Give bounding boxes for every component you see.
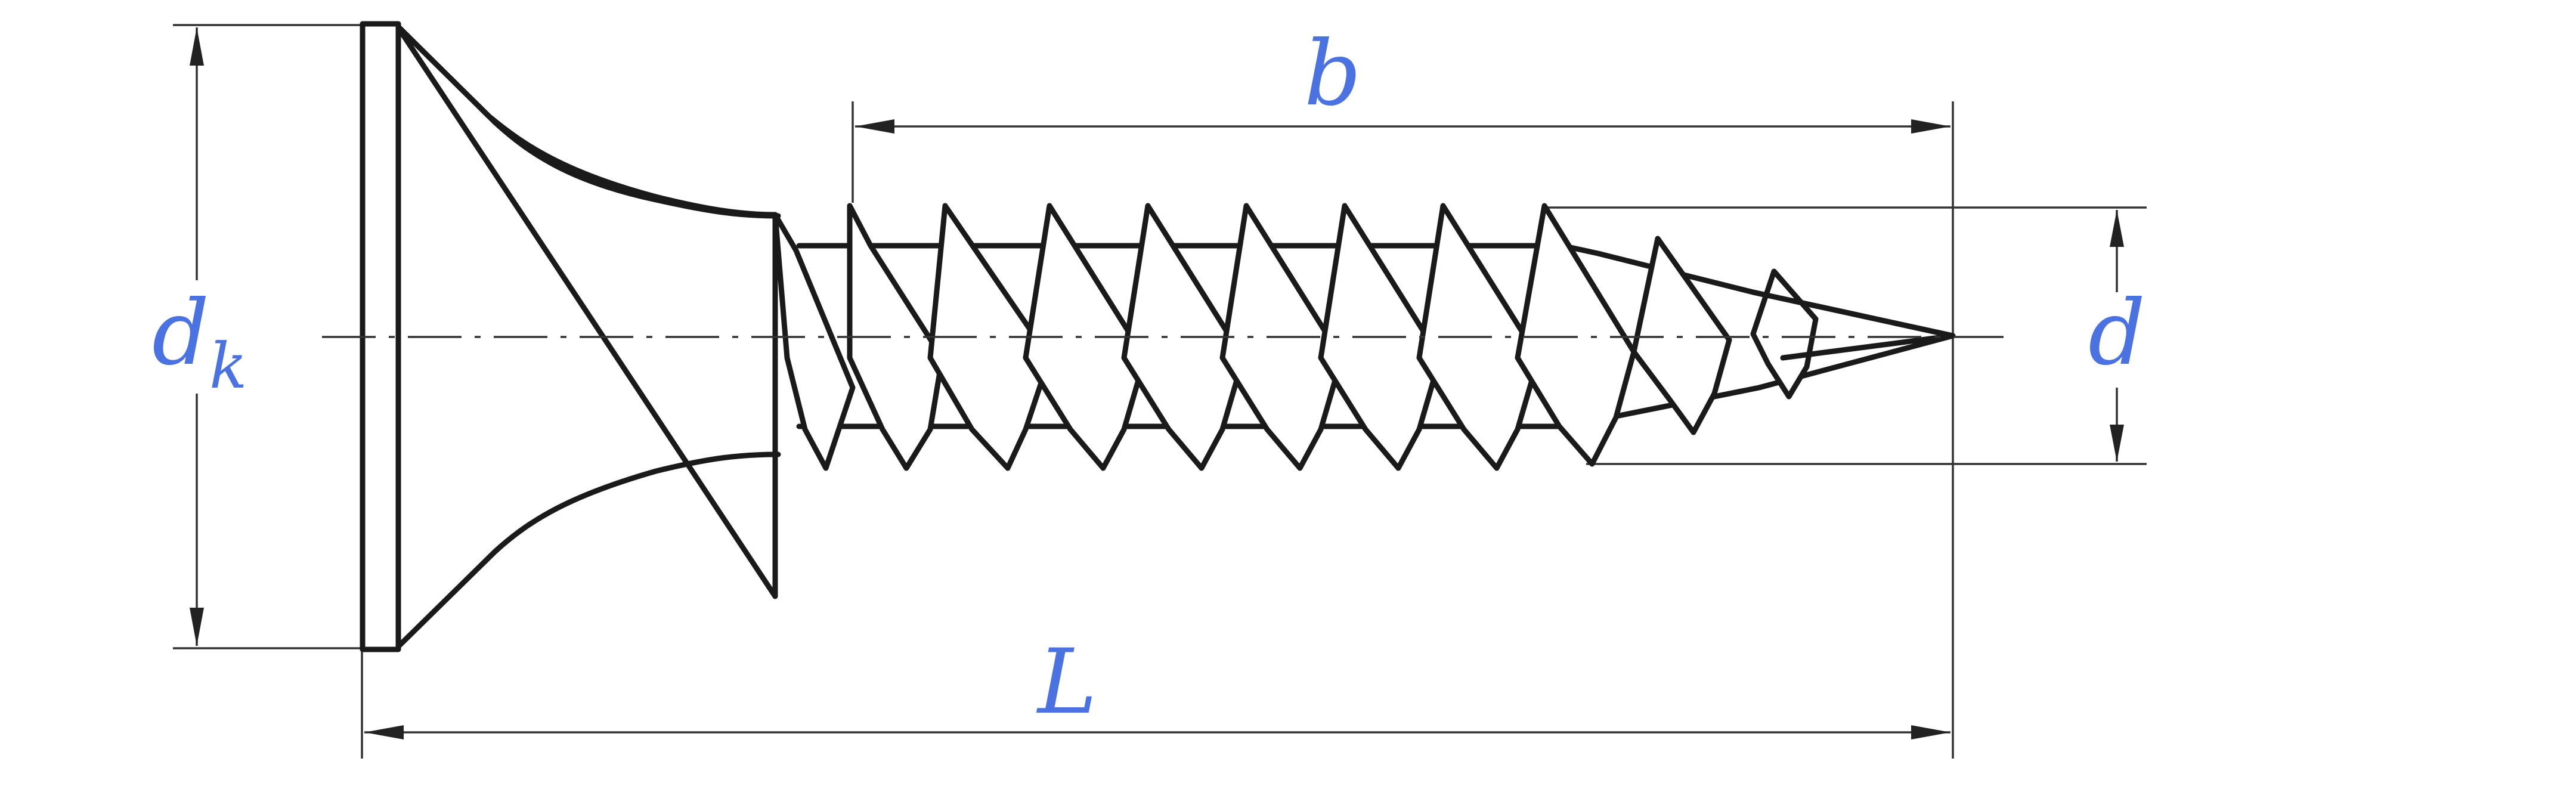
thread-11 [1750,268,1819,400]
head-upper-curve [394,22,781,219]
dk-label-subscript: k [209,330,247,403]
dimension-labels: dk b d L [152,22,2145,734]
head-lower-curve [394,451,781,651]
b-arrow-left [855,119,894,134]
dimension-lines [173,24,2147,759]
dk-label: dk [152,281,247,403]
thread-10 [1631,236,1732,435]
L-label: L [1036,630,1097,734]
b-label: b [1304,22,1361,126]
dk-arrow-top [190,27,204,66]
dk-arrow-bottom [190,608,204,646]
thread-2 [847,203,945,471]
thread-1 [772,212,856,471]
d-label: d [2088,281,2145,385]
b-arrow-right [1911,119,1950,134]
d-arrow-top [2110,210,2124,247]
d-arrow-bottom [2110,425,2124,462]
dk-label-base: d [152,281,209,385]
screw-head-outline [394,22,778,599]
L-arrow-right [1911,725,1950,739]
L-arrow-left [364,725,404,739]
screw-tip [1750,289,1956,361]
